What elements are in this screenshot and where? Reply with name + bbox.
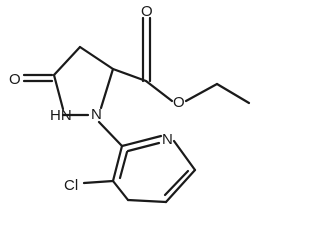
bond-py-n-c2-inner <box>126 141 161 153</box>
bond-ring-c5-c4 <box>78 45 115 71</box>
bond-ring-c3-n2 <box>52 73 65 111</box>
bond-py-n-c6 <box>172 139 197 172</box>
atom-label-pyridine-nitrogen: N <box>162 131 173 148</box>
atom-label-carbonyl-oxygen: O <box>141 3 153 20</box>
bond-ring-c4-c3 <box>52 45 82 77</box>
atom-label-amide-nitrogen: HN <box>50 107 72 124</box>
bond-o-carbonyl-c <box>144 79 174 103</box>
atom-label-chlorine: Cl <box>64 177 78 194</box>
atom-label-ester-oxygen: O <box>173 94 185 111</box>
bond-py-c6-c5 <box>164 168 197 204</box>
bond-py-c3-c2-inner <box>118 150 129 180</box>
bond-ethyl-ch2-o <box>184 82 219 103</box>
bond-py-c5-c4 <box>126 198 168 204</box>
chemical-structure-diagram: O O O HN N N Cl <box>9 3 251 204</box>
bond-py-c4-c3 <box>111 179 130 202</box>
bond-py-c6-c5-inner <box>163 169 190 197</box>
bond-n1-pyridine <box>97 120 124 148</box>
bond-carbonyl-c-ring <box>111 67 148 83</box>
bonds <box>22 16 251 204</box>
atom-label-ring-nitrogen: N <box>91 106 102 123</box>
bond-c3-cl <box>82 179 115 185</box>
bond-py-c3-c2 <box>111 144 124 183</box>
bond-ring-n1-c5 <box>99 67 115 110</box>
bond-ethyl-ch3-ch2 <box>215 82 251 105</box>
atom-labels: O O O HN N N Cl <box>9 3 185 194</box>
atom-label-ketone-oxygen: O <box>9 71 21 88</box>
bond-py-c2-n <box>120 134 163 148</box>
